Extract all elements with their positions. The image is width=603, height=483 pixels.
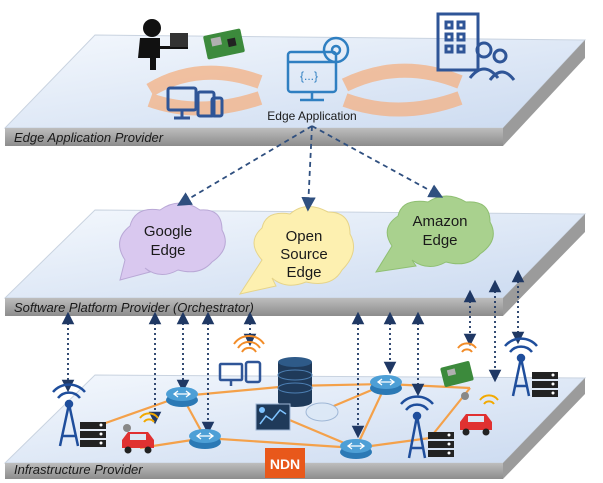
control-arrows [61,269,525,439]
cell-tower-icon-middle [400,395,434,459]
router-icon-3 [370,375,402,395]
amazon-edge-cloud: Amazon Edge [375,195,494,273]
google-edge-cloud: Google Edge [119,202,226,281]
svg-text:{...}: {...} [300,69,318,83]
router-icon-2 [189,429,221,449]
router-icon-1 [166,387,198,407]
edge-application-icon: {...} [286,36,350,102]
developer-icon [138,19,188,70]
cell-tower-icon-left [52,383,86,447]
connected-car-icon-right [460,392,499,436]
server-rack-icon-right [532,372,558,397]
application-layer: Edge Application Provider {...} [3,12,587,146]
open-source-edge-line1: Open [286,228,323,245]
enterprise-icon [436,12,516,81]
amazon-edge-line1: Amazon [412,213,467,230]
circuit-board-icon [203,28,245,60]
monitoring-dashboard-icon [255,402,339,431]
cell-tower-icon-right [504,337,538,397]
server-rack-icon-middle [428,432,454,457]
iot-board-icon [440,342,477,387]
google-edge-line1: Google [144,223,192,240]
orchestration-arrows [176,125,444,212]
amazon-edge-line2: Edge [422,232,457,249]
platform-layer-label: Software Platform Provider (Orchestrator… [14,300,254,315]
database-icon [277,357,313,407]
open-source-edge-line2: Source [280,246,328,263]
router-icon-4 [340,439,372,459]
edge-application-label: Edge Application [267,109,356,123]
application-layer-label: Edge Application Provider [14,130,164,145]
workflow-arrows [146,63,463,117]
open-source-edge-line3: Edge [286,264,321,281]
ndn-label: NDN [270,456,300,472]
google-edge-line2: Edge [150,242,185,259]
connected-car-icon-left [122,412,159,454]
server-rack-icon-left [80,422,106,447]
ndn-badge: NDN [265,448,305,478]
devices-icon [166,86,224,120]
platform-layer: Software Platform Provider (Orchestrator… [3,195,587,316]
open-source-edge-cloud: Open Source Edge [238,206,355,295]
infrastructure-layer-label: Infrastructure Provider [14,462,143,477]
wifi-devices-icon [218,335,265,386]
